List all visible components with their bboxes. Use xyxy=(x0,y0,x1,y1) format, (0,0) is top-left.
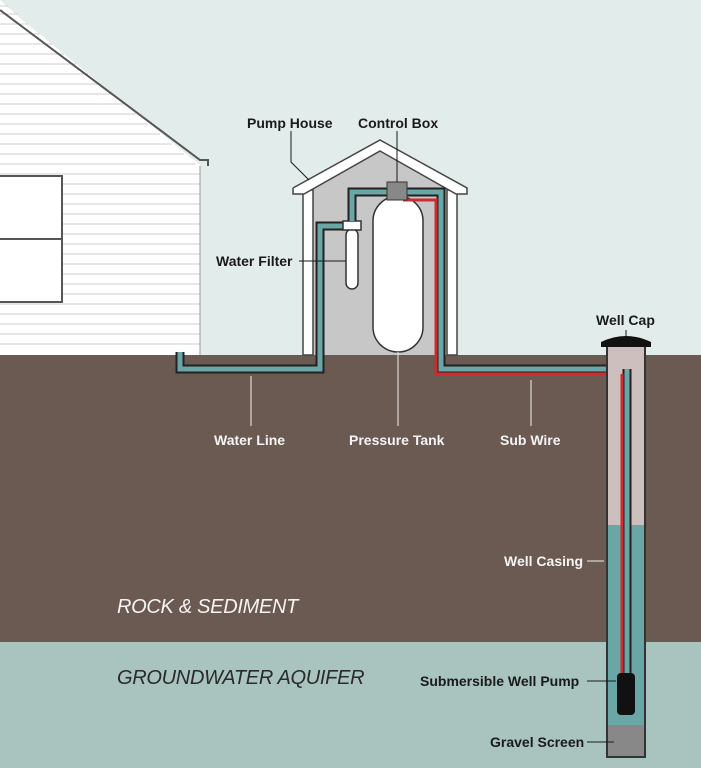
rock-sediment-zone-label: ROCK & SEDIMENT xyxy=(117,596,299,618)
groundwater-aquifer-layer xyxy=(0,642,701,768)
control-box-label: Control Box xyxy=(358,115,439,131)
well-cap-label: Well Cap xyxy=(596,312,655,328)
well-cap xyxy=(601,336,651,347)
sub-wire-label: Sub Wire xyxy=(500,432,561,448)
submersible-pump-label: Submersible Well Pump xyxy=(420,673,580,689)
water-line-label: Water Line xyxy=(214,432,286,448)
water-filter xyxy=(342,220,362,290)
pump-house-label: Pump House xyxy=(247,115,333,131)
water-filter-label: Water Filter xyxy=(216,253,293,269)
rock-sediment-layer xyxy=(0,355,701,642)
leader-lines xyxy=(290,131,627,336)
house xyxy=(0,0,209,355)
well-casing-label: Well Casing xyxy=(504,553,584,569)
control-box xyxy=(386,181,408,201)
groundwater-aquifer-zone-label: GROUNDWATER AQUIFER xyxy=(117,667,365,689)
gravel-screen-label: Gravel Screen xyxy=(490,734,585,750)
leader-lines-light xyxy=(250,352,604,562)
pressure-tank xyxy=(372,195,424,353)
gravel-screen xyxy=(607,725,645,757)
pressure-tank-label: Pressure Tank xyxy=(349,432,445,448)
well xyxy=(601,336,651,758)
submersible-pump xyxy=(617,673,635,715)
